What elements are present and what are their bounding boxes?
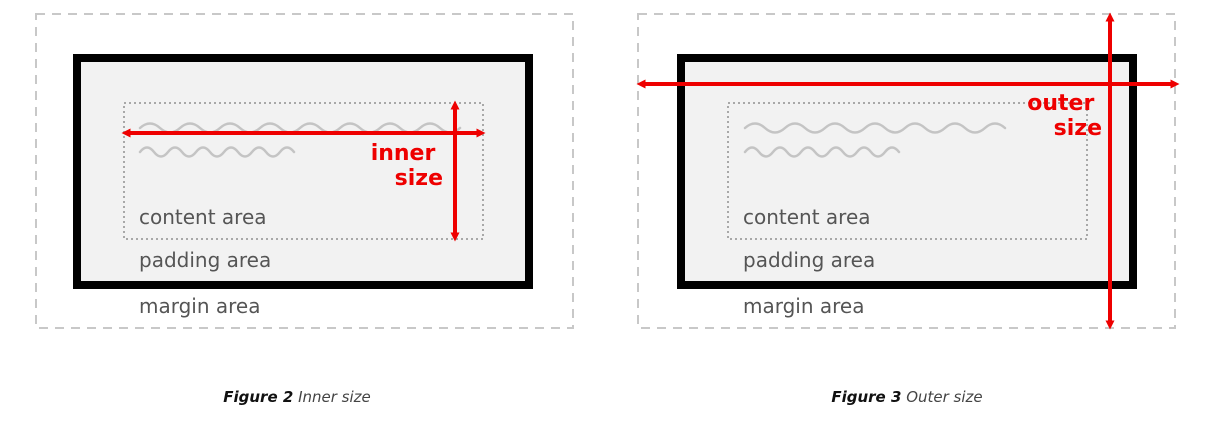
inner-size-label: inner size [371,141,443,191]
content-area-box [123,102,484,240]
outer-size-label-line2: size [1054,116,1102,141]
margin-area-box [637,13,1176,329]
figure-inner-size: content area padding area margin area in… [35,13,574,329]
outer-size-label: outer size [1027,91,1102,141]
figure-3-caption: Figure 3 Outer size [831,388,982,406]
content-area-box [727,102,1088,240]
inner-size-label-line2: size [395,166,443,191]
figure-outer-size: content area padding area margin area ou… [636,12,1180,330]
figure-2-number: Figure 2 [223,388,294,406]
content-area-label: content area [139,205,267,229]
outer-size-label-line1: outer [1027,91,1094,116]
content-area-label: content area [743,205,871,229]
padding-area-label: padding area [139,248,271,272]
text-line-squiggle [138,146,296,158]
figure-2-caption: Figure 2 Inner size [223,388,371,406]
figure-3-number: Figure 3 [831,388,902,406]
margin-area-box [35,13,574,329]
inner-size-label-line1: inner [371,141,436,166]
text-line-squiggle [743,122,1007,134]
figure-2-title: Inner size [298,388,371,406]
padding-area-label: padding area [743,248,875,272]
margin-area-label: margin area [139,294,261,318]
border-box [677,54,1137,289]
text-line-squiggle [743,146,901,158]
figure-3-title: Outer size [906,388,983,406]
margin-area-label: margin area [743,294,865,318]
